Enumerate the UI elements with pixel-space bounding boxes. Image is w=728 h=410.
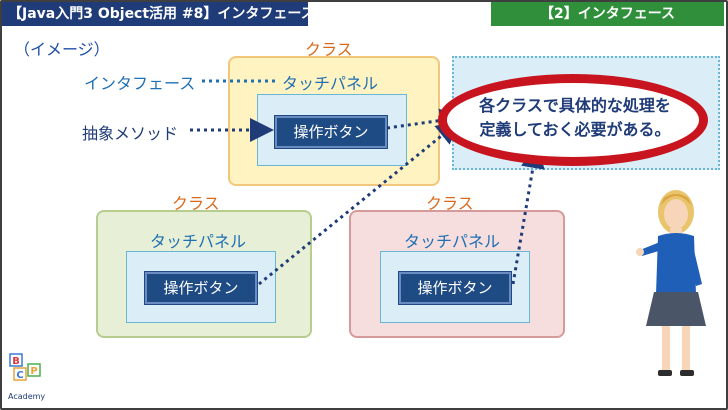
presenter-illustration <box>636 190 706 376</box>
logo-letter: C <box>16 370 23 381</box>
callout-text: 各クラスで具体的な処理を 定義しておく必要がある。 <box>458 94 692 142</box>
operation-button: 操作ボタン <box>275 116 387 148</box>
logo-letter: P <box>30 366 37 377</box>
header-title: 【Java入門3 Object活用 #8】インタフェース <box>2 2 315 26</box>
button-connector <box>511 144 545 285</box>
touch-panel-label: タッチパネル <box>404 232 501 251</box>
logo-letter: B <box>12 356 20 367</box>
class-title: クラス <box>426 194 474 213</box>
touch-panel-label: タッチパネル <box>282 74 379 93</box>
class-title: クラス <box>305 40 353 59</box>
button-connector <box>386 108 464 133</box>
callout-ring <box>438 74 708 166</box>
callout-line: 定義しておく必要がある。 <box>479 120 671 139</box>
callout-line: 各クラスで具体的な処理を <box>479 96 671 115</box>
operation-button: 操作ボタン <box>145 272 257 304</box>
button-connector <box>258 120 461 286</box>
image-label: （イメージ） <box>14 40 110 59</box>
touch-panel-label: タッチパネル <box>150 232 247 251</box>
operation-button: 操作ボタン <box>399 272 511 304</box>
logo-caption: Academy <box>8 392 46 401</box>
class-title: クラス <box>172 194 220 213</box>
section-title: 【2】インタフェース <box>491 2 724 26</box>
interface-label: インタフェース <box>84 74 196 93</box>
abstract-method-label: 抽象メソッド <box>82 124 179 143</box>
bcp-academy-logo: B C P <box>9 353 41 381</box>
